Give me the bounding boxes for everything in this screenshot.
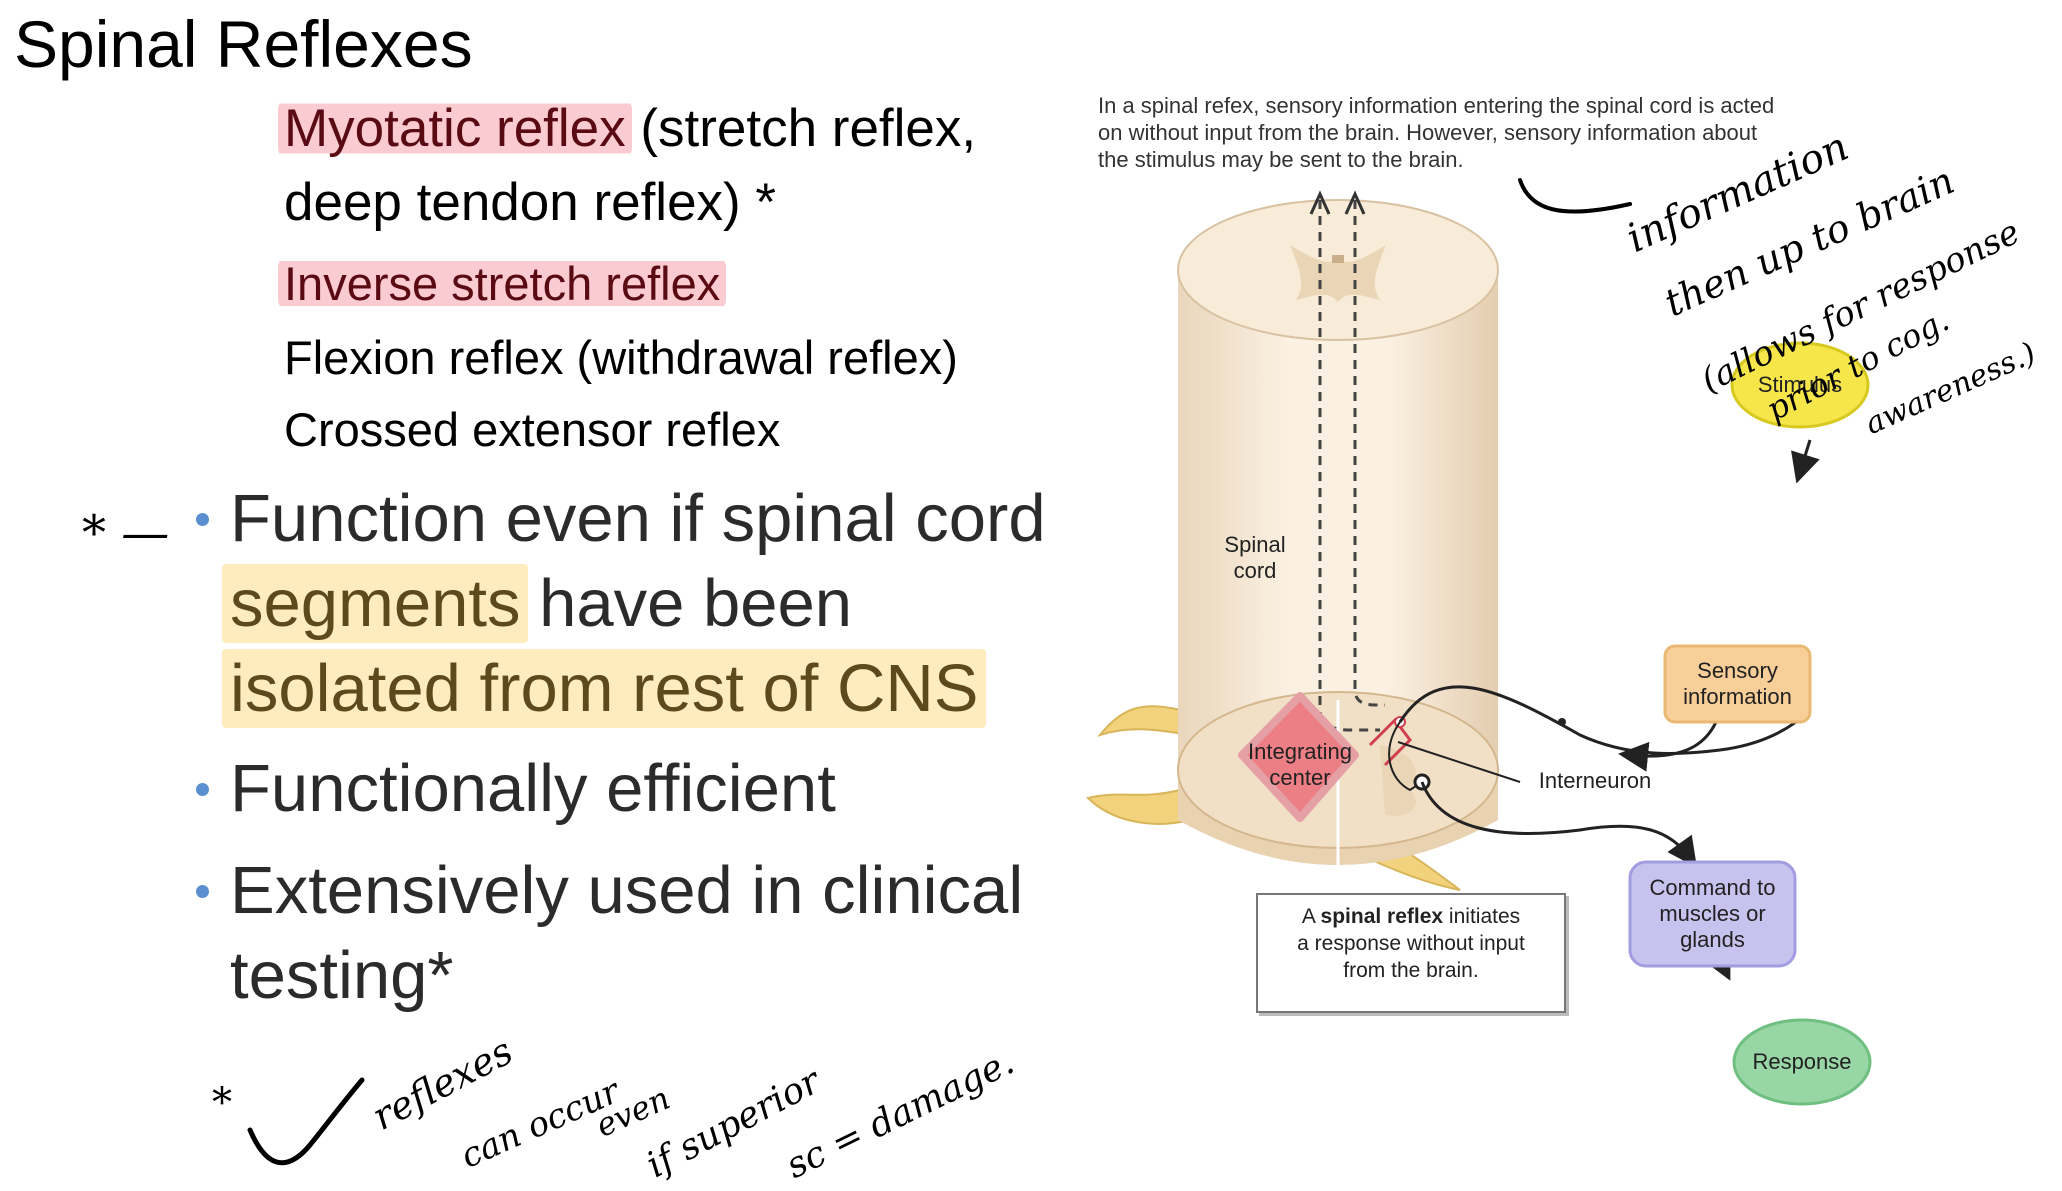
reflex-item-crossed-extensor: Crossed extensor reflex — [284, 403, 781, 456]
caption-line: In a spinal refex, sensory information e… — [1098, 93, 1775, 118]
bullet-function-rest: have been — [520, 566, 853, 641]
handwritten-star-note: * — — [82, 505, 170, 561]
box-caption-line2: a response without input — [1297, 932, 1525, 955]
caption-line: on without input from the brain. However… — [1098, 120, 1758, 145]
bullet-dot — [196, 513, 209, 526]
handwritten-checkmark — [247, 1077, 365, 1166]
command-node-shape — [1628, 860, 1797, 968]
sensory-node-shape — [1663, 644, 1812, 724]
handwritten-line: * — [212, 1080, 232, 1126]
reflex-item-myotatic: Myotatic reflex (stretch reflex, — [278, 98, 977, 159]
reflex-item-deep-tendon: deep tendon reflex) * — [284, 173, 777, 232]
box-caption-line3: from the brain. — [1343, 959, 1479, 982]
bullet-function-line3: isolated from rest of CNS — [222, 649, 987, 728]
integrating-center-shape — [1238, 692, 1359, 822]
bullet-efficient: Functionally efficient — [230, 751, 836, 826]
bullet-function-line2: segments have been — [222, 564, 853, 643]
bullet-clinical-line1: Extensively used in clinical — [230, 853, 1024, 928]
handwritten-swoosh — [1518, 178, 1632, 214]
bullet-clinical-line2: testing* — [230, 938, 454, 1013]
sensory-information-node: Sensory information — [1683, 658, 1792, 709]
ascending-pathways — [1309, 190, 1385, 732]
highlight-segments: segments — [222, 564, 529, 643]
bullet-function-line1: Function even if spinal cord — [230, 481, 1046, 556]
spinal-reflex-box-caption: A spinal reflex initiates a response wit… — [1256, 893, 1566, 1013]
box-caption-prefix: A — [1301, 905, 1321, 928]
response-node: Response — [1752, 1049, 1852, 1074]
reflex-item-flexion: Flexion reflex (withdrawal reflex) — [284, 331, 958, 384]
box-caption-suffix: initiates — [1443, 905, 1521, 928]
interneuron-label: Interneuron — [1538, 768, 1652, 793]
reflex-item-inverse-stretch: Inverse stretch reflex — [278, 256, 727, 311]
box-caption-line1: A spinal reflex initiates — [1258, 903, 1564, 930]
response-node-shape — [1732, 1018, 1872, 1106]
handwritten-note-bottom: * reflexes can occur even if superior sc… — [200, 1020, 1100, 1190]
figure-caption: In a spinal refex, sensory information e… — [1098, 92, 1774, 173]
spinal-reflex-diagram — [1086, 190, 1872, 1106]
handwritten-note-right: information then up to brain (allows for… — [1610, 124, 2060, 450]
box-caption-bold: spinal reflex — [1320, 905, 1444, 928]
stimulus-node: Stimulus — [1757, 372, 1843, 397]
slide-title: Spinal Reflexes — [14, 7, 473, 81]
myotatic-suffix: (stretch reflex, — [625, 99, 977, 158]
highlight-myotatic: Myotatic reflex — [278, 99, 632, 158]
handwritten-line: sc = damage. — [780, 1041, 1021, 1187]
caption-line: the stimulus may be sent to the brain. — [1098, 147, 1464, 172]
spinal-cord-label: Spinal cord — [1224, 532, 1286, 583]
bullet-dot — [196, 783, 209, 796]
highlight-isolated: isolated from rest of CNS — [222, 649, 987, 728]
integrating-center-label: Integrating center — [1248, 739, 1352, 790]
highlight-inverse-stretch: Inverse stretch reflex — [278, 257, 727, 310]
bullet-dot — [196, 885, 209, 898]
stimulus-node-shape — [1730, 341, 1870, 429]
command-node: Command to muscles or glands — [1649, 875, 1776, 952]
